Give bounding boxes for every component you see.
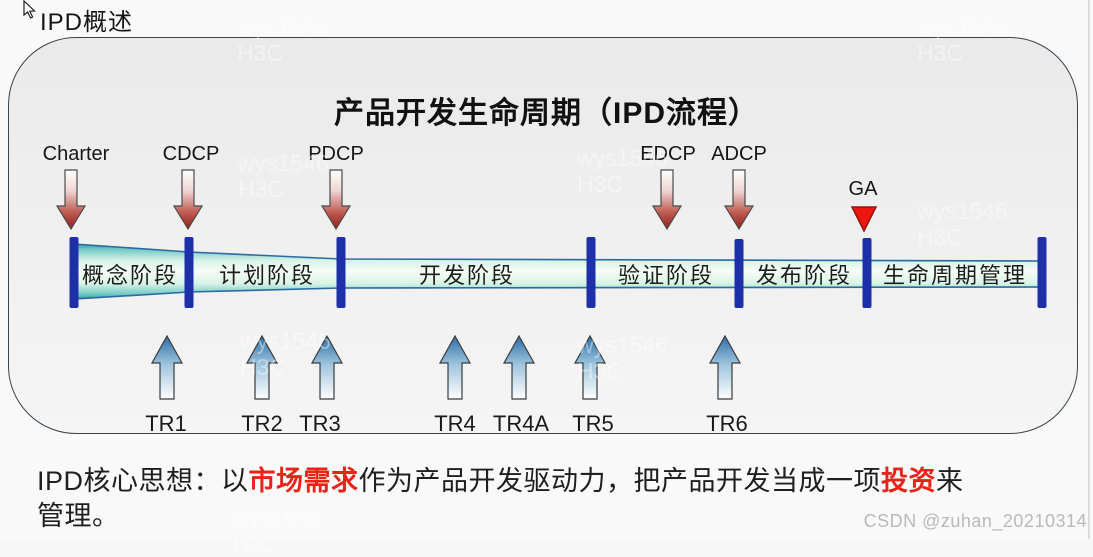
gate-label-edcp: EDCP xyxy=(640,143,696,165)
summary-text: IPD核心思想：以市场需求作为产品开发驱动力，把产品开发当成一项投资来 管理。 xyxy=(37,464,1077,534)
summary-middle: 作为产品开发驱动力，把产品开发当成一项 xyxy=(358,466,882,496)
summary-highlight-market-demand: 市场需求 xyxy=(248,466,359,496)
mouse-cursor-icon xyxy=(23,0,36,19)
page-title: IPD概述 xyxy=(40,9,134,36)
gate-label-pdcp: PDCP xyxy=(308,143,364,165)
phase-label-release: 发布阶段 xyxy=(755,263,853,288)
tr-label-tr6: TR6 xyxy=(706,411,748,436)
diagram-panel xyxy=(8,37,1078,434)
gate-label-charter: Charter xyxy=(42,143,110,165)
gate-label-ga: GA xyxy=(848,178,878,200)
tr-label-tr1: TR1 xyxy=(145,411,187,436)
phase-label-lifecycle: 生命周期管理 xyxy=(882,263,1028,288)
gate-label-cdcp: CDCP xyxy=(162,143,220,165)
tr-label-tr2: TR2 xyxy=(241,411,283,436)
summary-prefix: IPD核心思想：以 xyxy=(37,466,249,496)
summary-line2: 管理。 xyxy=(37,501,120,531)
csdn-watermark: CSDN @zuhan_20210314 xyxy=(863,511,1087,531)
phase-label-concept: 概念阶段 xyxy=(81,263,179,288)
tr-label-tr5: TR5 xyxy=(572,411,614,436)
tr-label-tr4a: TR4A xyxy=(492,411,550,436)
phase-label-develop: 开发阶段 xyxy=(418,263,516,288)
summary-highlight-investment: 投资 xyxy=(881,466,937,496)
phase-label-plan: 计划阶段 xyxy=(218,263,316,288)
diagram-title: 产品开发生命周期（IPD流程） xyxy=(333,97,759,130)
right-edge-line xyxy=(1088,0,1090,539)
tr-label-tr3: TR3 xyxy=(299,411,341,436)
tr-label-tr4: TR4 xyxy=(434,411,476,436)
summary-suffix: 来 xyxy=(936,466,964,496)
phase-label-verify: 验证阶段 xyxy=(617,263,715,288)
gate-label-adcp: ADCP xyxy=(711,143,767,165)
